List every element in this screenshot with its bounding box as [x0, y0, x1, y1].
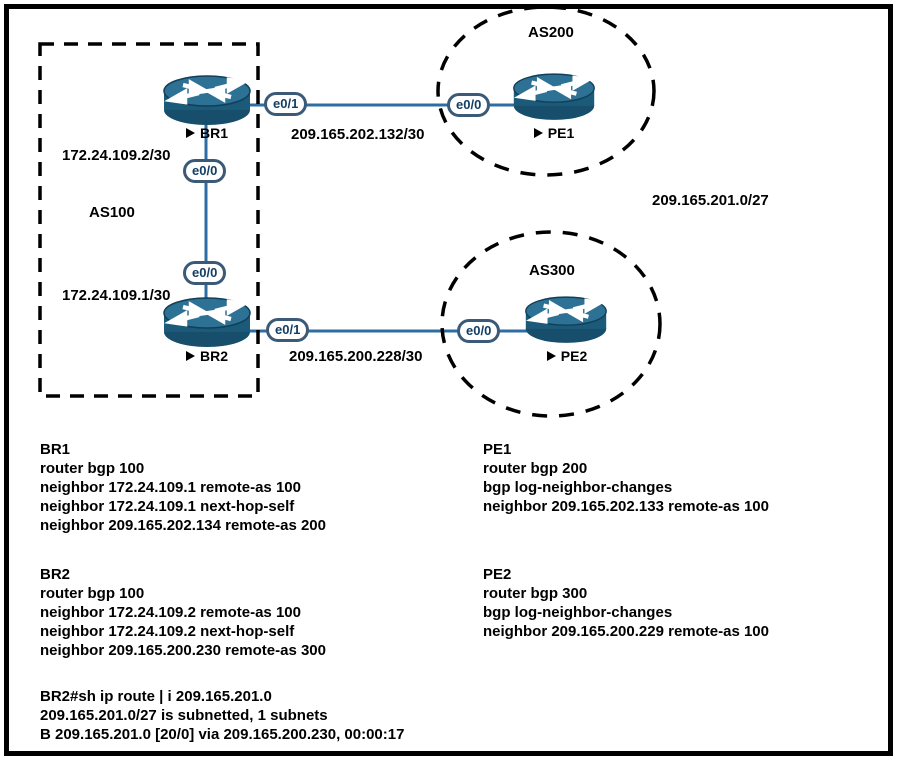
router-label-pe1: PE1 — [514, 125, 594, 141]
router-label-br1: BR1 — [167, 125, 247, 141]
triangle-marker-icon — [533, 128, 543, 138]
config-line: neighbor 172.24.109.1 next-hop-self — [40, 498, 295, 515]
as300-boundary — [440, 230, 662, 418]
subnet-label-br2-side: 172.24.109.1/30 — [62, 287, 171, 304]
external-network-label: 209.165.201.0/27 — [652, 192, 769, 209]
config-block-pe2: PE2 router bgp 300 bgp log-neighbor-chan… — [483, 565, 769, 641]
router-name: PE1 — [547, 125, 575, 141]
cli-command-line: BR2#sh ip route | i 209.165.201.0 — [40, 688, 272, 705]
router-label-br2: BR2 — [167, 348, 247, 364]
subnet-label-br1-side: 172.24.109.2/30 — [62, 147, 171, 164]
router-icon-br1 — [163, 75, 251, 125]
triangle-marker-icon — [185, 351, 195, 361]
zone-label-as200: AS200 — [528, 24, 574, 41]
config-line: neighbor 209.165.202.134 remote-as 200 — [40, 517, 326, 534]
as100-boundary — [38, 42, 260, 398]
route-output-block: BR2#sh ip route | i 209.165.201.0 209.16… — [40, 687, 404, 744]
router-name: PE2 — [560, 348, 588, 364]
router-icon-pe1 — [513, 73, 595, 120]
config-title: BR2 — [40, 566, 71, 583]
config-line: router bgp 300 — [483, 585, 588, 602]
port-pe2-e0-0: e0/0 — [457, 319, 501, 343]
config-title: PE1 — [483, 441, 512, 458]
config-line: neighbor 172.24.109.1 remote-as 100 — [40, 479, 301, 496]
config-line: bgp log-neighbor-changes — [483, 479, 673, 496]
triangle-marker-icon — [185, 128, 195, 138]
subnet-label-br1-pe1: 209.165.202.132/30 — [291, 126, 425, 143]
config-line: neighbor 172.24.109.2 remote-as 100 — [40, 604, 301, 621]
config-block-pe1: PE1 router bgp 200 bgp log-neighbor-chan… — [483, 440, 769, 516]
zone-label-as100: AS100 — [89, 204, 135, 221]
router-label-pe2: PE2 — [527, 348, 607, 364]
zone-label-as300: AS300 — [529, 262, 575, 279]
as200-boundary — [436, 5, 656, 177]
config-block-br2: BR2 router bgp 100 neighbor 172.24.109.2… — [40, 565, 326, 660]
diagram-border — [4, 4, 893, 756]
config-line: router bgp 100 — [40, 585, 145, 602]
triangle-marker-icon — [546, 351, 556, 361]
config-line: neighbor 209.165.200.230 remote-as 300 — [40, 642, 326, 659]
config-title: BR1 — [40, 441, 71, 458]
config-line: neighbor 209.165.202.133 remote-as 100 — [483, 498, 769, 515]
route-output-line: B 209.165.201.0 [20/0] via 209.165.200.2… — [40, 726, 405, 743]
subnet-label-br2-pe2: 209.165.200.228/30 — [289, 348, 423, 365]
config-line: router bgp 100 — [40, 460, 145, 477]
route-output-line: 209.165.201.0/27 is subnetted, 1 subnets — [40, 707, 328, 724]
config-line: bgp log-neighbor-changes — [483, 604, 673, 621]
config-line: router bgp 200 — [483, 460, 588, 477]
port-pe1-e0-0: e0/0 — [447, 93, 491, 117]
router-name: BR1 — [199, 125, 228, 141]
config-block-br1: BR1 router bgp 100 neighbor 172.24.109.1… — [40, 440, 326, 535]
port-br2-e0-0: e0/0 — [183, 261, 227, 285]
router-name: BR2 — [199, 348, 228, 364]
config-line: neighbor 172.24.109.2 next-hop-self — [40, 623, 295, 640]
port-br1-e0-1: e0/1 — [264, 92, 308, 116]
config-line: neighbor 209.165.200.229 remote-as 100 — [483, 623, 769, 640]
port-br1-e0-0: e0/0 — [183, 159, 227, 183]
router-icon-pe2 — [525, 296, 607, 343]
router-icon-br2 — [163, 297, 251, 347]
port-br2-e0-1: e0/1 — [266, 318, 310, 342]
config-title: PE2 — [483, 566, 512, 583]
